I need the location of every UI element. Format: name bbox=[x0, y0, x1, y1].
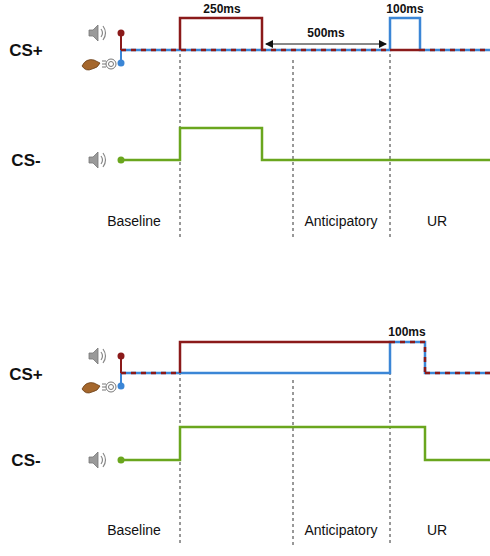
phase-label: UR bbox=[427, 523, 447, 537]
phase-label: Baseline bbox=[107, 523, 161, 537]
duration-label: 500ms bbox=[307, 27, 344, 39]
stimulus-label: CS- bbox=[11, 152, 40, 169]
stimulus-label: CS+ bbox=[9, 366, 43, 383]
tone-icon bbox=[89, 348, 106, 364]
phase-label: Baseline bbox=[107, 214, 161, 228]
tone-icon bbox=[89, 25, 106, 41]
airpuff-icon bbox=[82, 59, 116, 70]
duration-label: 250ms bbox=[203, 3, 240, 15]
tone-icon bbox=[89, 452, 106, 468]
tone-trace bbox=[121, 427, 490, 460]
stimulus-label: CS- bbox=[11, 452, 40, 469]
airpuff-trace bbox=[121, 18, 490, 50]
phase-label: Anticipatory bbox=[304, 523, 377, 537]
tone-icon bbox=[89, 152, 106, 168]
phase-label: UR bbox=[427, 214, 447, 228]
phase-divider bbox=[180, 18, 390, 545]
interval-arrow bbox=[266, 44, 386, 45]
duration-label: 100ms bbox=[386, 3, 423, 15]
tone-trace bbox=[180, 342, 390, 373]
phase-label: Anticipatory bbox=[304, 214, 377, 228]
tone-trace bbox=[180, 18, 262, 50]
airpuff-trace bbox=[121, 342, 490, 373]
airpuff-icon bbox=[82, 382, 116, 393]
duration-label: 100ms bbox=[388, 326, 425, 338]
tone-trace bbox=[121, 128, 490, 160]
stimulus-label: CS+ bbox=[9, 42, 43, 59]
